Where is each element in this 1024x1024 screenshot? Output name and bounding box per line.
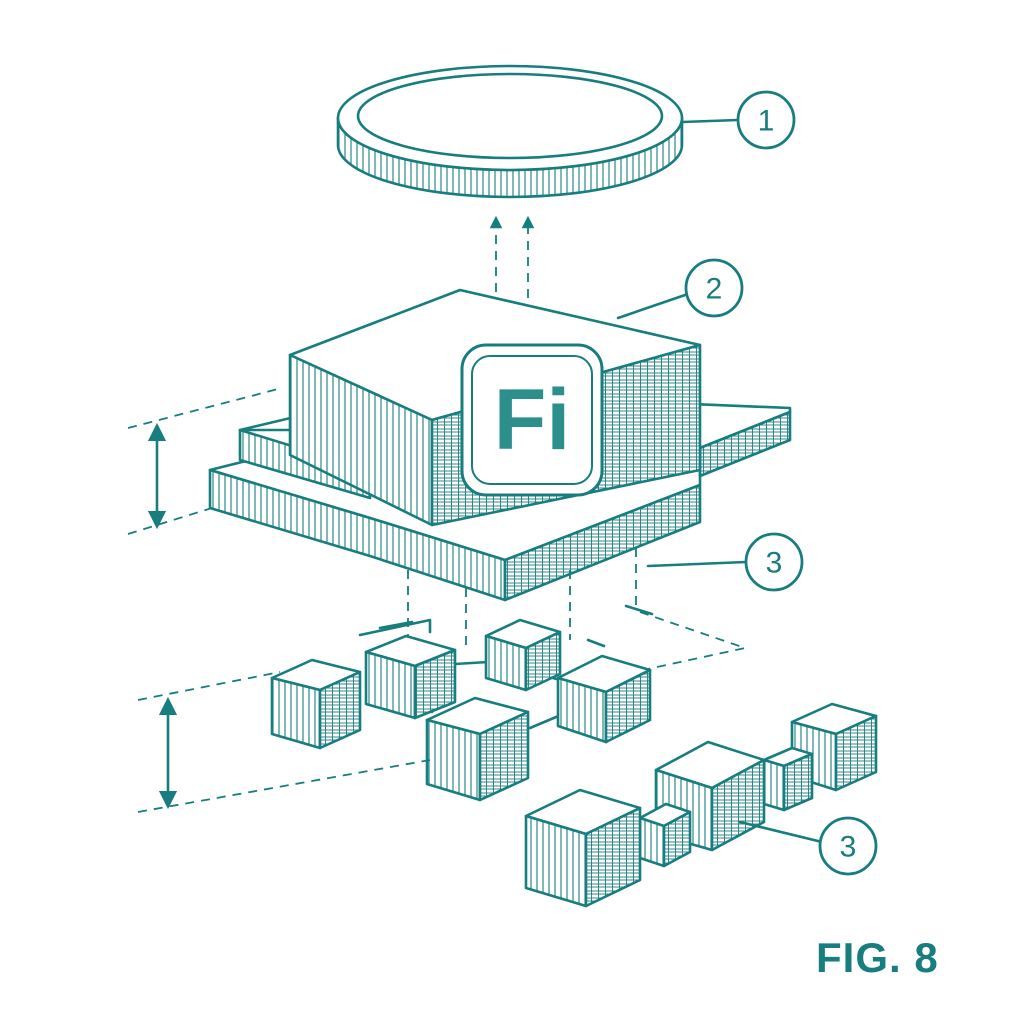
cube (524, 788, 642, 908)
callout-2: 2 (684, 258, 744, 318)
cube (364, 634, 457, 720)
cube-cluster (270, 604, 654, 802)
callout-1: 1 (736, 90, 796, 150)
figure-label: FIG. 8 (816, 934, 939, 981)
dimension-upper (127, 387, 283, 535)
drop-lines (407, 548, 749, 689)
cube (762, 746, 814, 812)
cube (556, 654, 652, 744)
callout-3-lower: 3 (818, 816, 878, 876)
callout-3-upper: 3 (744, 532, 804, 592)
cube (638, 802, 692, 868)
cube (484, 618, 562, 692)
leader-lines (616, 118, 824, 844)
coin (336, 64, 684, 199)
fi-logo-icon: Fi (460, 343, 604, 497)
callout-label: 2 (706, 273, 723, 306)
callout-label: 3 (840, 831, 857, 864)
cube (425, 696, 530, 802)
dimension-lower (137, 671, 431, 813)
callout-label: 1 (758, 105, 775, 138)
callout-label: 3 (766, 547, 783, 580)
cube (270, 658, 362, 750)
cube-group-detached (524, 702, 878, 908)
chip-assembly: Fi (208, 288, 792, 602)
logo-text: Fi (494, 372, 570, 468)
